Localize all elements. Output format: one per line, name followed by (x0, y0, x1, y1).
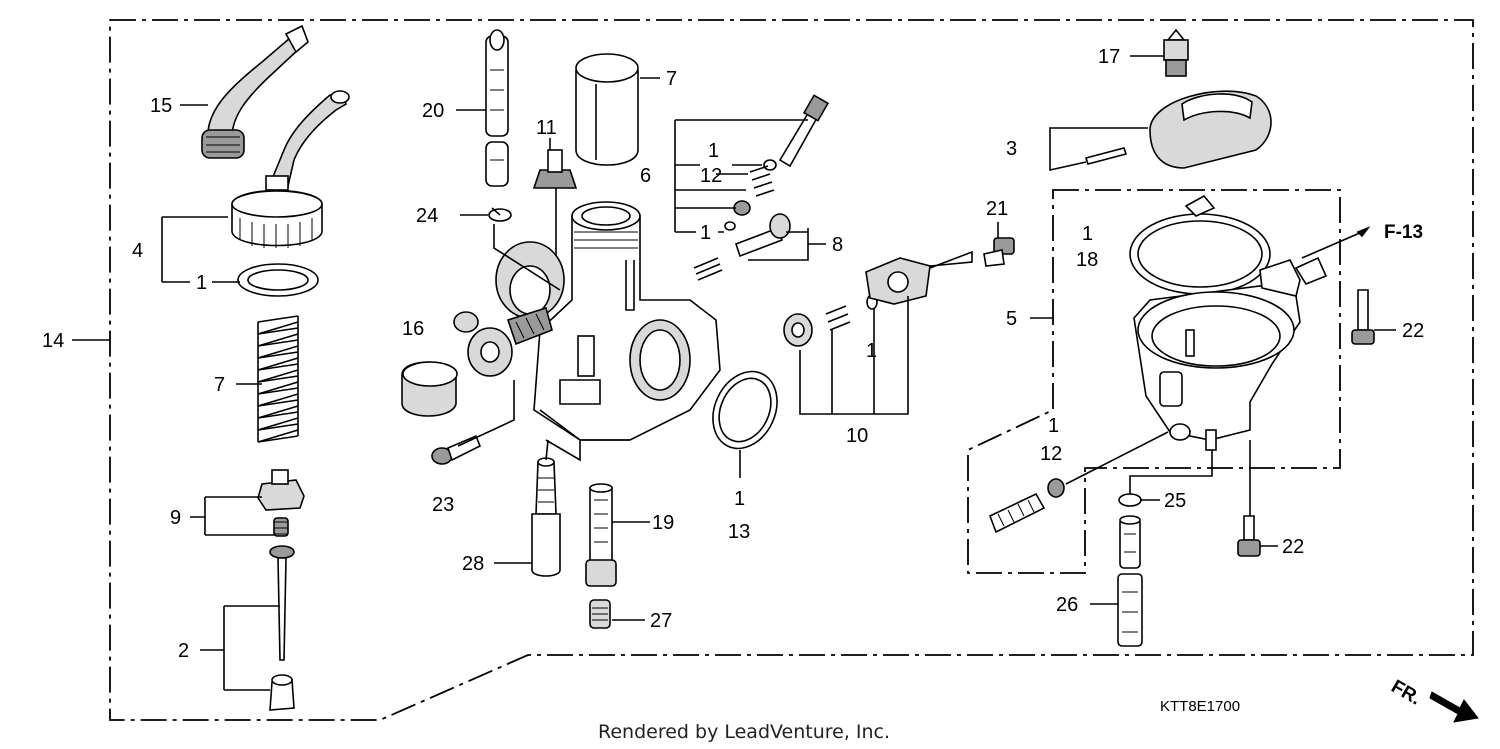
callout-7: 7 (214, 374, 225, 396)
part-needle-jet-holder (531, 457, 561, 577)
callout-9: 9 (170, 507, 181, 529)
part-screw-22a (1351, 289, 1375, 345)
diagram-code: KTT8E1700 (1160, 698, 1240, 715)
callout-28: 28 (462, 553, 484, 575)
front-direction-label: FR. (1388, 676, 1425, 709)
callout-4: 4 (132, 240, 143, 262)
part-idle-screw (693, 213, 791, 281)
part-vent-hose (485, 29, 509, 187)
part-pump-set (783, 257, 931, 347)
part-screw-22b (1237, 515, 1261, 557)
callout-labels: 15 4 1 7 14 9 2 20 7 11 24 16 23 28 19 2… (42, 46, 1424, 715)
float-chamber-boundary (967, 189, 1341, 574)
callout-26: 26 (1056, 594, 1078, 616)
part-carburetor-body (495, 201, 721, 441)
callout-22-lower: 22 (1282, 536, 1304, 558)
part-elbow-tube (201, 24, 309, 159)
callout-18: 18 (1076, 249, 1098, 271)
callout-19: 19 (652, 512, 674, 534)
leader-lines (72, 55, 1396, 691)
callout-5: 5 (1006, 308, 1017, 330)
part-screw-23 (431, 434, 482, 465)
part-top-cap (231, 90, 350, 248)
callout-27: 27 (650, 610, 672, 632)
callout-6: 6 (640, 165, 651, 187)
callout-13: 13 (728, 521, 750, 543)
callout-16: 16 (402, 318, 424, 340)
part-main-jet (589, 599, 611, 629)
render-credit: Rendered by LeadVenture, Inc. (598, 721, 890, 743)
front-arrow-icon (1429, 691, 1479, 723)
front-direction-marker: FR. (1388, 676, 1479, 723)
callout-17: 17 (1098, 46, 1120, 68)
callout-1-gasket: 1 (1082, 223, 1093, 245)
callout-14: 14 (42, 330, 64, 352)
callout-23: 23 (432, 494, 454, 516)
callout-15: 15 (150, 95, 172, 117)
callout-7-valve: 7 (666, 68, 677, 90)
callout-22: 22 (1402, 320, 1424, 342)
reference-arrow-label: F-13 (1384, 222, 1423, 243)
part-float-chamber-gasket (1129, 194, 1271, 295)
part-float-chamber (1133, 256, 1328, 451)
part-drain-screw (988, 478, 1065, 534)
part-air-screw (724, 94, 830, 231)
part-throttle-spring (257, 315, 299, 443)
callout-1: 1 (196, 272, 207, 294)
part-jet-needle (269, 545, 295, 711)
part-slow-jet (585, 483, 617, 587)
callout-1-drain: 1 (1048, 415, 1059, 437)
part-float-needle (1163, 28, 1189, 77)
callout-1-pump: 1 (866, 340, 877, 362)
part-clip-a (488, 207, 512, 222)
callout-1-washer: 1 (700, 222, 711, 244)
part-throttle-valve (575, 53, 639, 166)
callout-10: 10 (846, 425, 868, 447)
callout-1-oring: 1 (734, 488, 745, 510)
part-float (1084, 90, 1272, 169)
callout-11: 11 (536, 117, 557, 139)
callout-12-drain: 12 (1040, 443, 1062, 465)
part-o-ring-13 (712, 370, 778, 450)
callout-24: 24 (416, 205, 438, 227)
callout-2: 2 (178, 640, 189, 662)
part-cap-16 (401, 361, 458, 417)
callout-3: 3 (1006, 138, 1017, 160)
callout-1-screw: 1 (708, 140, 719, 162)
part-clip-b (1118, 493, 1142, 507)
part-needle-clip (257, 469, 305, 537)
callout-8: 8 (832, 234, 843, 256)
callout-21: 21 (986, 198, 1008, 220)
callout-25: 25 (1164, 490, 1186, 512)
part-drain-tube (1117, 515, 1143, 647)
part-throttle-stop (453, 306, 553, 377)
part-screw-21 (983, 237, 1015, 267)
assembly-boundary (109, 19, 1474, 721)
callout-12: 12 (700, 165, 722, 187)
callout-20: 20 (422, 100, 444, 122)
